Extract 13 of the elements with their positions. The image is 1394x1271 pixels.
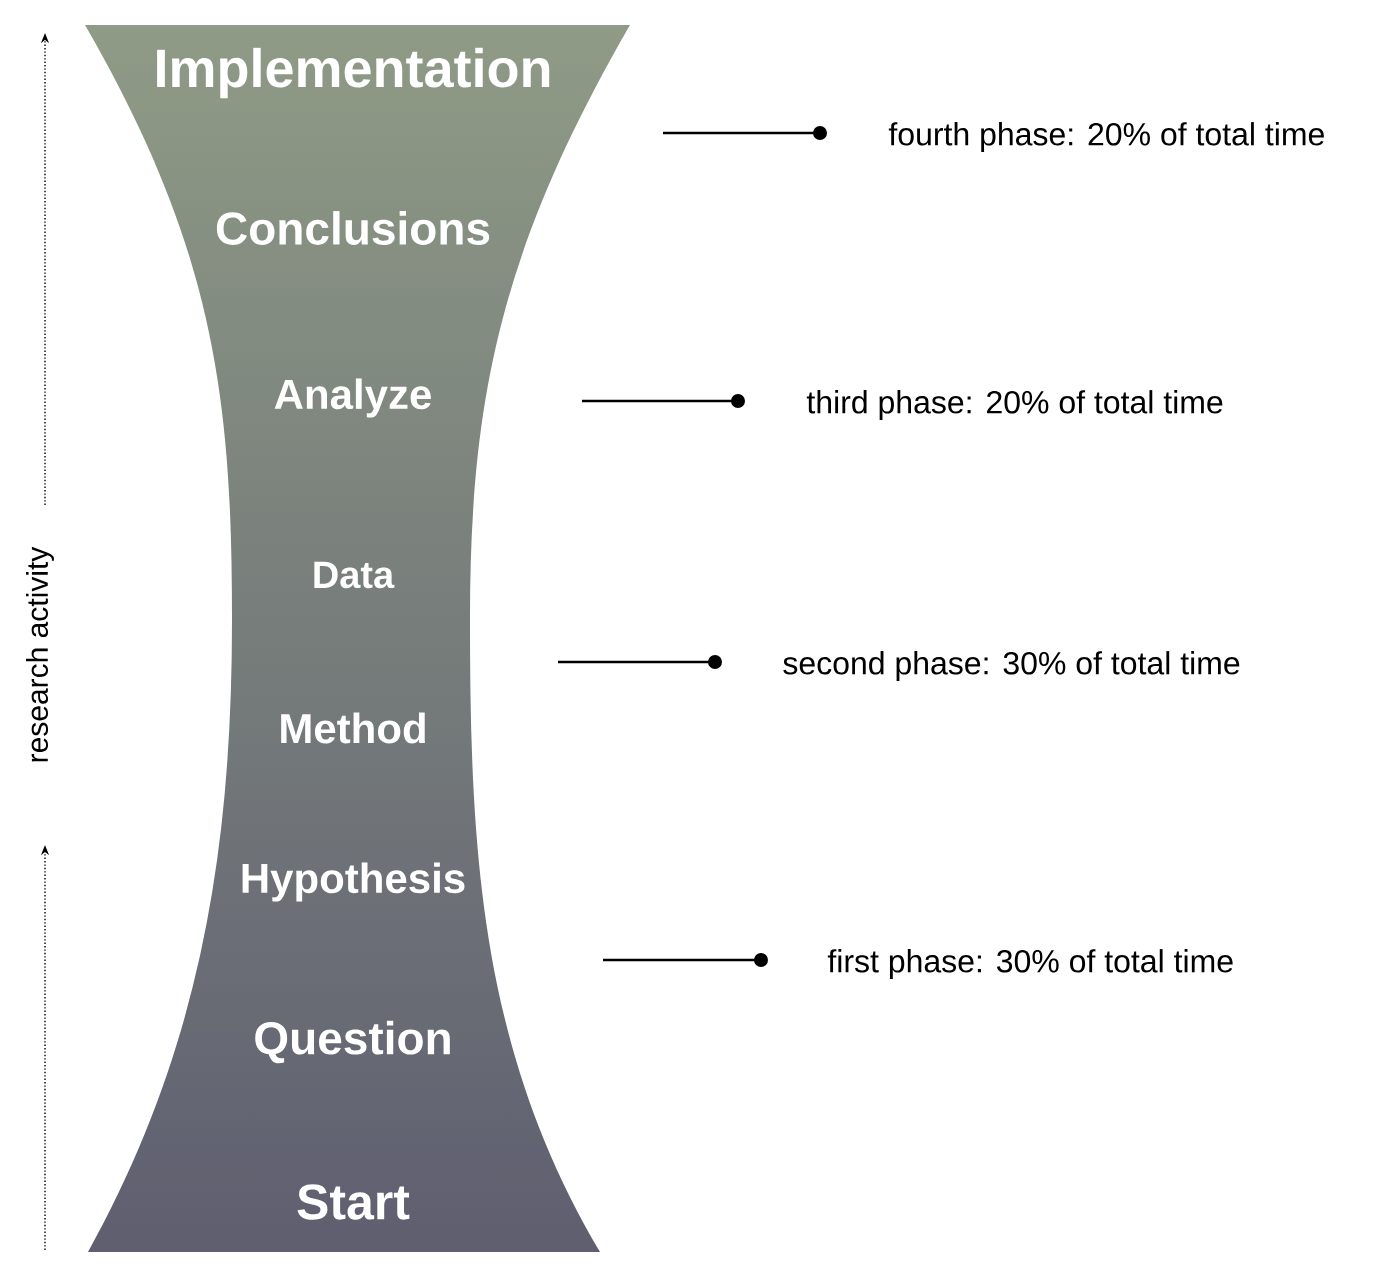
stage-label: Hypothesis bbox=[242, 862, 465, 902]
phase-label: fourth phase: 20% of total time bbox=[888, 122, 1324, 152]
stage-label: Implementation bbox=[157, 47, 550, 99]
phase-label: third phase: 20% of total time bbox=[806, 390, 1223, 420]
phase-label: first phase: 30% of total time bbox=[827, 949, 1233, 979]
stage-label: Start bbox=[297, 1184, 410, 1220]
axis-label: research activity bbox=[26, 546, 54, 762]
stage-label: Analyze bbox=[274, 378, 431, 418]
stage-label: Data bbox=[314, 561, 395, 589]
phase-label: second phase: 30% of total time bbox=[783, 651, 1240, 681]
stage-label: Method bbox=[281, 712, 425, 744]
stage-label: Conclusions bbox=[216, 211, 490, 245]
stage-label: Question bbox=[255, 1020, 450, 1064]
